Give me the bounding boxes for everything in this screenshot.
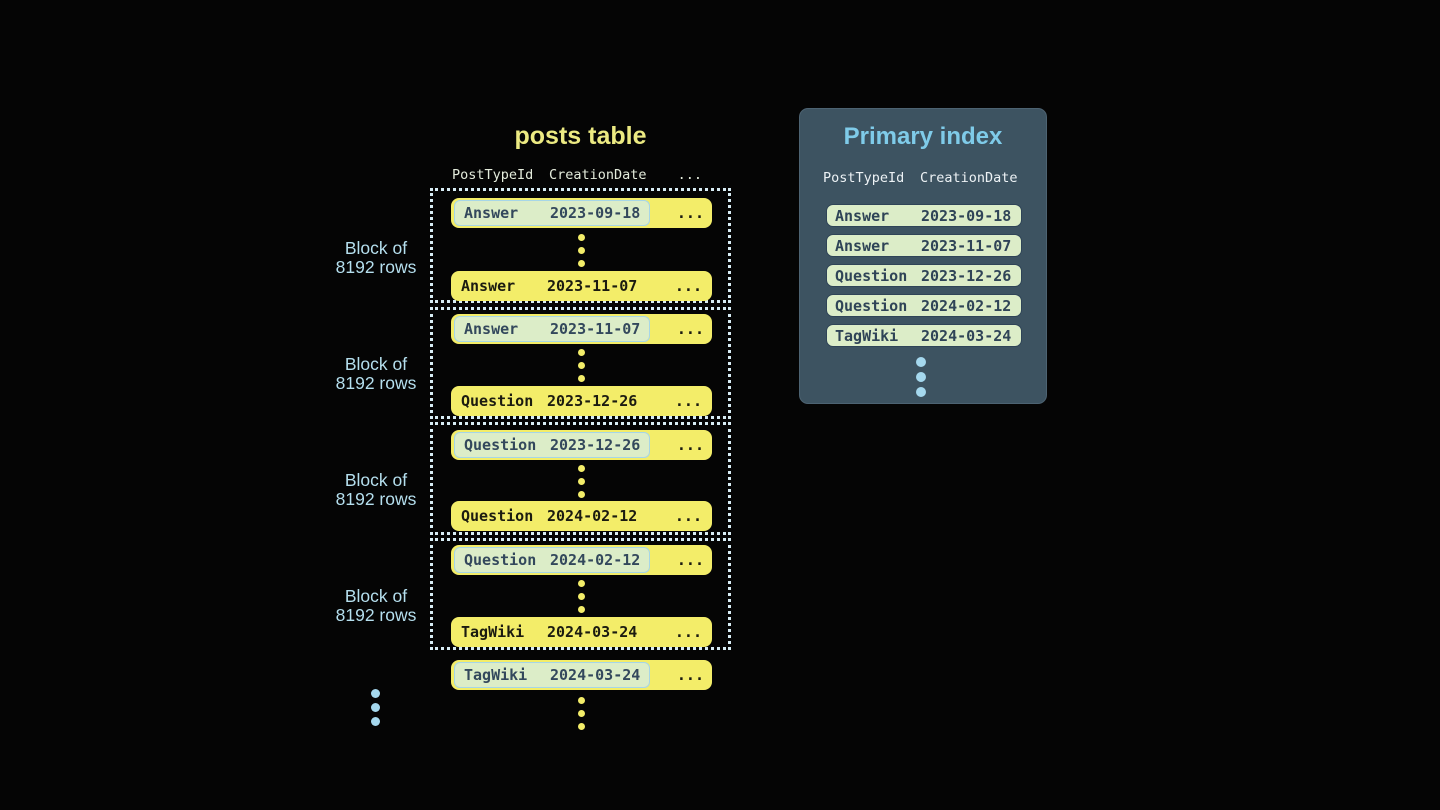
cell-creationdate: 2024-02-12 — [921, 296, 1012, 315]
block-outline-4 — [430, 538, 731, 650]
cell-posttypeid: Answer — [835, 236, 890, 255]
row-more-ellipsis: ... — [674, 507, 702, 525]
column-header-posttypeid: PostTypeId — [823, 170, 905, 186]
cell-creationdate: 2024-03-24 — [547, 623, 638, 641]
block-label-line1: Block of — [344, 354, 408, 374]
table-row: TagWiki 2024-03-24 ... — [451, 617, 712, 647]
block-label-line1: Block of — [344, 470, 408, 490]
block-label-line1: Block of — [344, 238, 408, 258]
row-more-ellipsis: ... — [674, 277, 702, 295]
block-label-3: Block of 8192 rows — [308, 471, 444, 509]
primary-index-title: Primary index — [843, 123, 1003, 150]
cell-posttypeid: Question — [461, 507, 534, 525]
column-header-creationdate: CreationDate — [549, 167, 647, 183]
block-outline-3 — [430, 422, 731, 535]
cell-creationdate: 2024-02-12 — [550, 551, 641, 569]
index-key-highlight: Answer 2023-09-18 — [454, 200, 651, 226]
table-row: Answer 2023-11-07 ... — [451, 314, 712, 344]
table-row: Answer 2023-09-18 ... — [451, 198, 712, 228]
column-header-posttypeid: PostTypeId — [452, 167, 534, 183]
index-entry: Question 2024-02-12 — [826, 294, 1022, 317]
cell-creationdate: 2024-03-24 — [550, 666, 641, 684]
cell-creationdate: 2023-11-07 — [547, 277, 638, 295]
ellipsis-dots-vertical — [578, 577, 585, 616]
posts-table-column-headers: PostTypeId CreationDate ... — [452, 166, 702, 184]
row-more-ellipsis: ... — [676, 551, 704, 569]
block-label-line2: 8192 rows — [335, 489, 417, 509]
row-more-ellipsis: ... — [674, 392, 702, 410]
ellipsis-dots-vertical — [578, 462, 585, 501]
ellipsis-dots-vertical — [578, 694, 585, 733]
block-label-4: Block of 8192 rows — [308, 587, 444, 625]
primary-index-column-headers: PostTypeId CreationDate — [823, 169, 1023, 187]
index-key-highlight: Question 2023-12-26 — [454, 432, 651, 458]
index-key-highlight: Question 2024-02-12 — [454, 547, 651, 573]
cell-creationdate: 2024-03-24 — [921, 326, 1012, 345]
column-header-more-ellipsis: ... — [677, 167, 702, 183]
cell-posttypeid: TagWiki — [461, 623, 525, 641]
index-key-highlight: Answer 2023-11-07 — [454, 316, 651, 342]
cell-posttypeid: Answer — [464, 204, 519, 222]
ellipsis-dots-vertical — [578, 346, 585, 385]
table-row: Answer 2023-11-07 ... — [451, 271, 712, 301]
primary-index-panel: Primary index PostTypeId CreationDate An… — [799, 108, 1047, 404]
index-key-highlight: TagWiki 2024-03-24 — [454, 662, 651, 688]
cell-posttypeid: Answer — [464, 320, 519, 338]
cell-posttypeid: Answer — [461, 277, 516, 295]
more-blocks-dots-vertical — [371, 686, 380, 728]
row-more-ellipsis: ... — [674, 623, 702, 641]
table-row: Question 2024-02-12 ... — [451, 545, 712, 575]
block-outline-2 — [430, 307, 731, 419]
block-label-line2: 8192 rows — [335, 605, 417, 625]
table-row: TagWiki 2024-03-24 ... — [451, 660, 712, 690]
row-more-ellipsis: ... — [676, 204, 704, 222]
cell-posttypeid: TagWiki — [835, 326, 899, 345]
cell-creationdate: 2023-09-18 — [921, 206, 1012, 225]
row-more-ellipsis: ... — [676, 666, 704, 684]
cell-creationdate: 2023-09-18 — [550, 204, 641, 222]
cell-posttypeid: Question — [464, 436, 537, 454]
block-label-line2: 8192 rows — [335, 257, 417, 277]
block-label-1: Block of 8192 rows — [308, 239, 444, 277]
cell-creationdate: 2023-12-26 — [921, 266, 1012, 285]
row-more-ellipsis: ... — [676, 320, 704, 338]
cell-posttypeid: TagWiki — [464, 666, 528, 684]
row-more-ellipsis: ... — [676, 436, 704, 454]
index-entry: Question 2023-12-26 — [826, 264, 1022, 287]
block-label-line1: Block of — [344, 586, 408, 606]
table-row: Question 2023-12-26 ... — [451, 386, 712, 416]
block-label-2: Block of 8192 rows — [308, 355, 444, 393]
cell-creationdate: 2023-11-07 — [921, 236, 1012, 255]
column-header-creationdate: CreationDate — [920, 170, 1018, 186]
table-row: Question 2024-02-12 ... — [451, 501, 712, 531]
block-outline-1 — [430, 188, 731, 303]
index-entry: Answer 2023-11-07 — [826, 234, 1022, 257]
cell-creationdate: 2023-12-26 — [547, 392, 638, 410]
cell-posttypeid: Question — [835, 296, 908, 315]
ellipsis-dots-vertical — [578, 231, 585, 270]
ellipsis-dots-vertical — [916, 354, 926, 399]
block-label-line2: 8192 rows — [335, 373, 417, 393]
cell-creationdate: 2023-12-26 — [550, 436, 641, 454]
cell-posttypeid: Question — [464, 551, 537, 569]
cell-posttypeid: Question — [461, 392, 534, 410]
posts-table-title: posts table — [514, 122, 647, 150]
table-row: Question 2023-12-26 ... — [451, 430, 712, 460]
index-entry: Answer 2023-09-18 — [826, 204, 1022, 227]
cell-posttypeid: Question — [835, 266, 908, 285]
cell-creationdate: 2023-11-07 — [550, 320, 641, 338]
cell-posttypeid: Answer — [835, 206, 890, 225]
cell-creationdate: 2024-02-12 — [547, 507, 638, 525]
index-entry: TagWiki 2024-03-24 — [826, 324, 1022, 347]
